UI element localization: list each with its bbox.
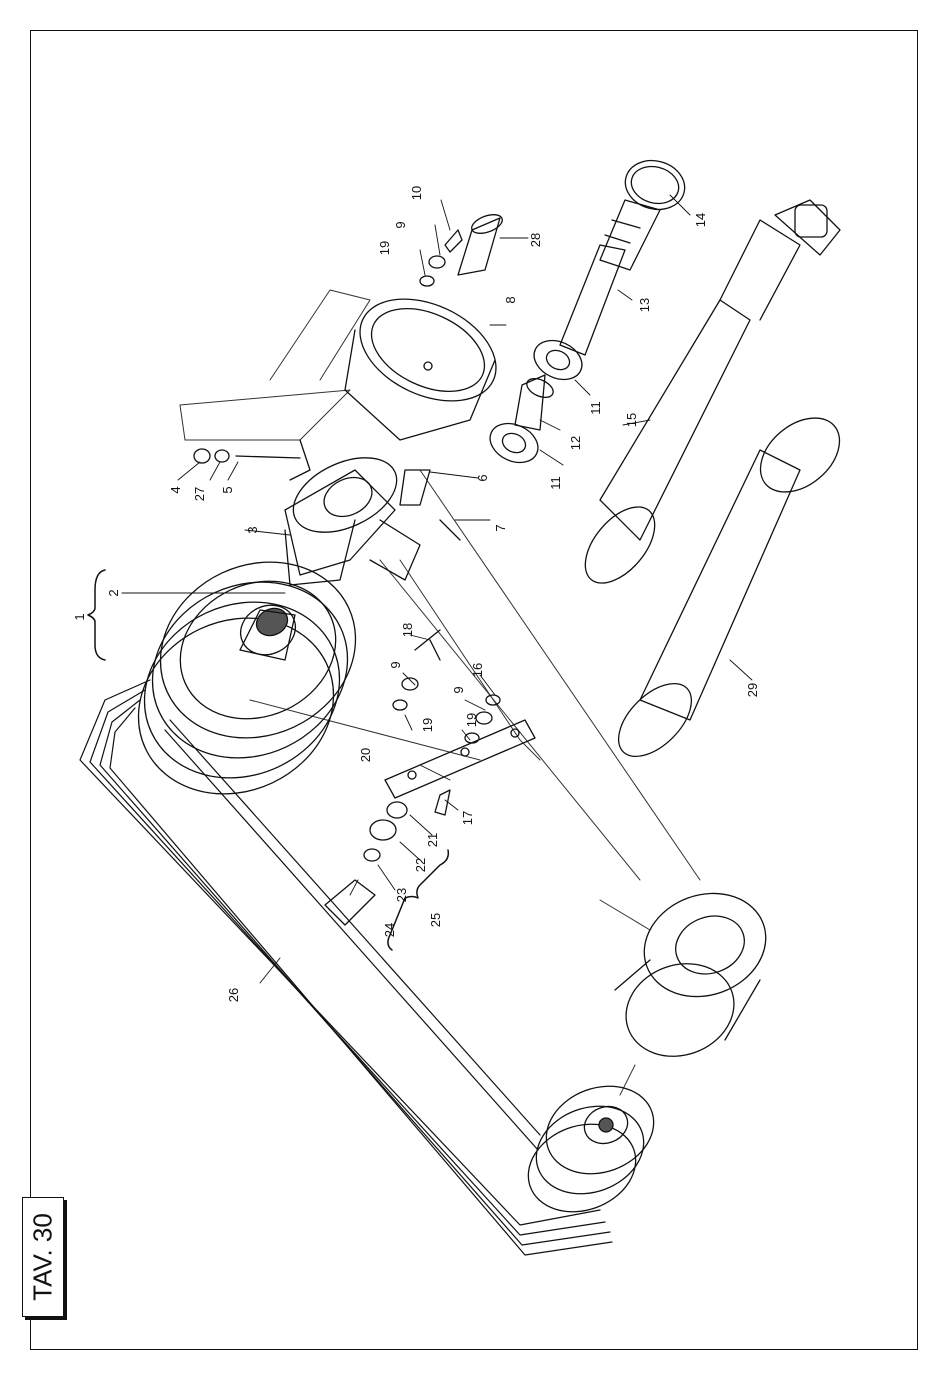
- callout-11b: 11: [588, 401, 603, 415]
- drive-shaft: [560, 200, 660, 355]
- callout-13: 13: [637, 298, 652, 312]
- callout-16: 16: [470, 663, 485, 677]
- callout-5: 5: [220, 486, 235, 493]
- plate-code: TAV. 30: [28, 1213, 59, 1301]
- callout-6: 6: [475, 474, 490, 481]
- large-pulley: [109, 531, 384, 826]
- callout-19b: 19: [420, 718, 435, 732]
- callout-2: 2: [106, 589, 121, 596]
- callout-23: 23: [394, 888, 409, 902]
- callout-14: 14: [693, 213, 708, 227]
- callout-25: 25: [428, 913, 443, 927]
- bearing-housing: [282, 443, 420, 585]
- callout-1: 1: [72, 613, 87, 620]
- callout-20: 20: [358, 748, 373, 762]
- callout-7: 7: [493, 524, 508, 531]
- callout-15: 15: [624, 413, 639, 427]
- callout-26: 26: [226, 988, 241, 1002]
- callout-8: 8: [503, 296, 518, 303]
- pto-tube-half: [606, 403, 854, 769]
- small-pulley: [516, 1072, 666, 1227]
- leader-lines: [122, 195, 752, 983]
- callout-9c: 9: [451, 686, 466, 693]
- callout-9b: 9: [388, 661, 403, 668]
- callout-21: 21: [425, 833, 440, 847]
- group-1-brace: [88, 570, 105, 660]
- snap-ring: [620, 154, 690, 216]
- spacer-tube: [458, 211, 505, 275]
- callout-18: 18: [400, 623, 415, 637]
- callout-27: 27: [192, 487, 207, 501]
- callout-3: 3: [245, 526, 260, 533]
- callout-11a: 11: [548, 476, 563, 490]
- callout-17: 17: [460, 811, 475, 825]
- callout-24: 24: [382, 923, 397, 937]
- callout-labels: 1 2 3 4 27 5 6 7 8 9 19 10 28 11 12 11 1…: [72, 186, 760, 1002]
- bearing-lower: [484, 416, 545, 470]
- tensioner-roller: [325, 802, 407, 925]
- callout-4: 4: [168, 486, 183, 493]
- callout-10: 10: [409, 186, 424, 200]
- callout-9a: 9: [393, 221, 408, 228]
- callout-28: 28: [528, 233, 543, 247]
- callout-19a: 19: [377, 241, 392, 255]
- callout-12: 12: [568, 436, 583, 450]
- callout-29: 29: [745, 683, 760, 697]
- lower-roller-disc: [613, 877, 780, 1071]
- bearing-cup: [344, 279, 513, 440]
- callout-22: 22: [413, 858, 428, 872]
- bearing-spacer: [515, 375, 556, 430]
- small-hardware: [194, 230, 500, 815]
- mounting-bracket: [385, 720, 535, 798]
- chassis-frame: [180, 290, 700, 1095]
- callout-19c: 19: [464, 713, 479, 727]
- pto-shaft-half: [572, 200, 840, 596]
- v-belt: [80, 680, 612, 1255]
